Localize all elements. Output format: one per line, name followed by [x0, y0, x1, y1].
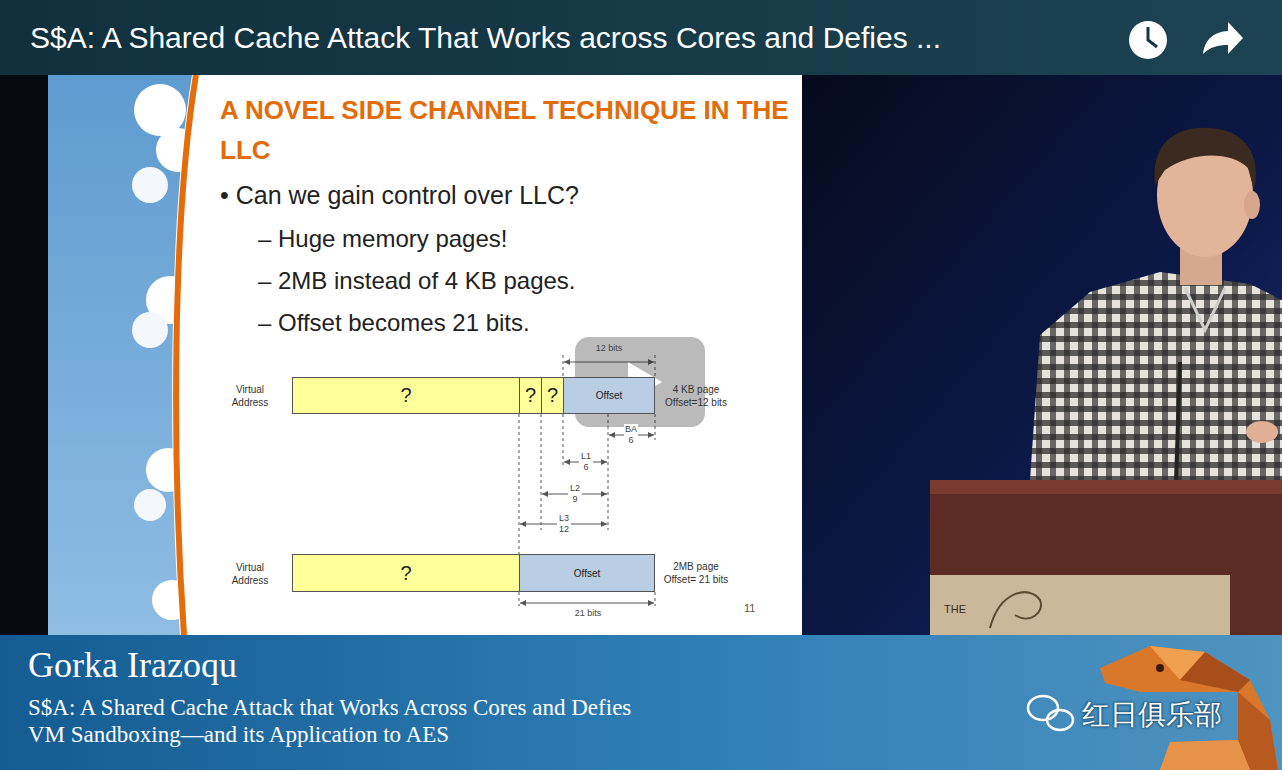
dimension-label: L3 12: [557, 513, 571, 535]
top-bar: [1203, 22, 1243, 54]
slide-title: A NOVEL SIDE CHANNEL TECHNIQUE IN THE LL…: [220, 90, 795, 170]
bullet-text: – 2MB instead of 4 KB pages.: [258, 266, 576, 296]
name-banner: [1180, 652, 1250, 692]
bullet-text: • Can we gain control over LLC?: [220, 180, 579, 211]
speaker-name: Gorka Irazoqu: [28, 643, 237, 688]
address-field: ?: [519, 377, 542, 414]
dimension-lines: [541, 414, 542, 530]
dimension-lines: [519, 355, 655, 606]
speaker-photo: [990, 592, 1041, 628]
speaker-photo: [802, 75, 1282, 635]
slide: [132, 312, 168, 348]
dimension-lines: [655, 592, 656, 606]
top-bar: [0, 0, 1282, 75]
name-banner: [1160, 740, 1250, 770]
field-text: Offset: [574, 568, 601, 579]
speaker-photo: [930, 480, 1282, 635]
speaker-photo: [1030, 272, 1282, 480]
speaker-photo: [802, 75, 1282, 635]
speaker-photo: [1176, 362, 1180, 482]
address-field: ?: [541, 377, 564, 414]
top-bar: [0, 0, 1282, 75]
dimension-lines: [563, 355, 564, 377]
speaker-photo: [1246, 421, 1278, 443]
dimension-label: 21 bits: [575, 608, 602, 619]
dimension-label: L2 9: [568, 483, 582, 505]
dimension-lines: [519, 592, 520, 606]
slide: [48, 75, 802, 635]
dimension-label: BA 6: [624, 424, 638, 446]
field-text: ?: [400, 562, 411, 585]
name-banner: [1028, 696, 1058, 720]
slide: [146, 448, 190, 492]
dimension-lines: [520, 603, 654, 604]
name-banner: [0, 635, 1282, 770]
field-text: ?: [525, 384, 536, 407]
talk-title: S$A: A Shared Cache Attack that Works Ac…: [28, 694, 668, 748]
dimension-lines: [608, 414, 609, 530]
page-label: 4 KB page Offset=12 bits: [658, 383, 734, 409]
address-field: ?: [292, 377, 520, 414]
name-banner: [1047, 710, 1073, 730]
speaker-photo: [1150, 410, 1262, 448]
name-banner: [0, 635, 1282, 770]
speaker-photo: [930, 480, 1282, 494]
top-bar: [1129, 21, 1167, 59]
field-text: Offset: [596, 390, 623, 401]
bullet-text: – Huge memory pages!: [258, 224, 507, 254]
row-label: Virtual Address: [222, 383, 278, 409]
page-label: 2MB page Offset= 21 bits: [658, 560, 734, 586]
field-text: ?: [547, 384, 558, 407]
top-bar: [1148, 27, 1157, 47]
speaker-photo: [1154, 128, 1255, 190]
video-title: S$A: A Shared Cache Attack That Works ac…: [30, 19, 941, 57]
address-field: ?: [292, 554, 520, 592]
offset-field: Offset: [563, 377, 655, 414]
slide: [48, 75, 802, 635]
dimension-lines: [563, 414, 564, 468]
speaker-photo: [930, 575, 1230, 635]
slide: [132, 167, 168, 203]
dimension-label: L1 6: [579, 451, 593, 473]
bullet-text: – Offset becomes 21 bits.: [258, 308, 530, 338]
video-frame: [0, 75, 48, 635]
row-label: Virtual Address: [222, 561, 278, 587]
video-frame: [0, 75, 48, 635]
slide: [176, 75, 196, 635]
field-text: ?: [400, 384, 411, 407]
slide: [134, 489, 166, 521]
name-banner: [1156, 664, 1164, 672]
slide-number: 11: [744, 601, 755, 615]
slide: [152, 580, 192, 620]
watermark: 红日俱乐部: [1082, 697, 1222, 732]
dimension-label: 12 bits: [596, 343, 623, 354]
dimension-lines: [519, 414, 520, 554]
podium-logo: THE: [944, 602, 966, 616]
speaker-photo: [1185, 288, 1225, 330]
slide: [156, 128, 200, 172]
speaker-photo: [1244, 191, 1260, 219]
offset-field: Offset: [519, 554, 655, 592]
